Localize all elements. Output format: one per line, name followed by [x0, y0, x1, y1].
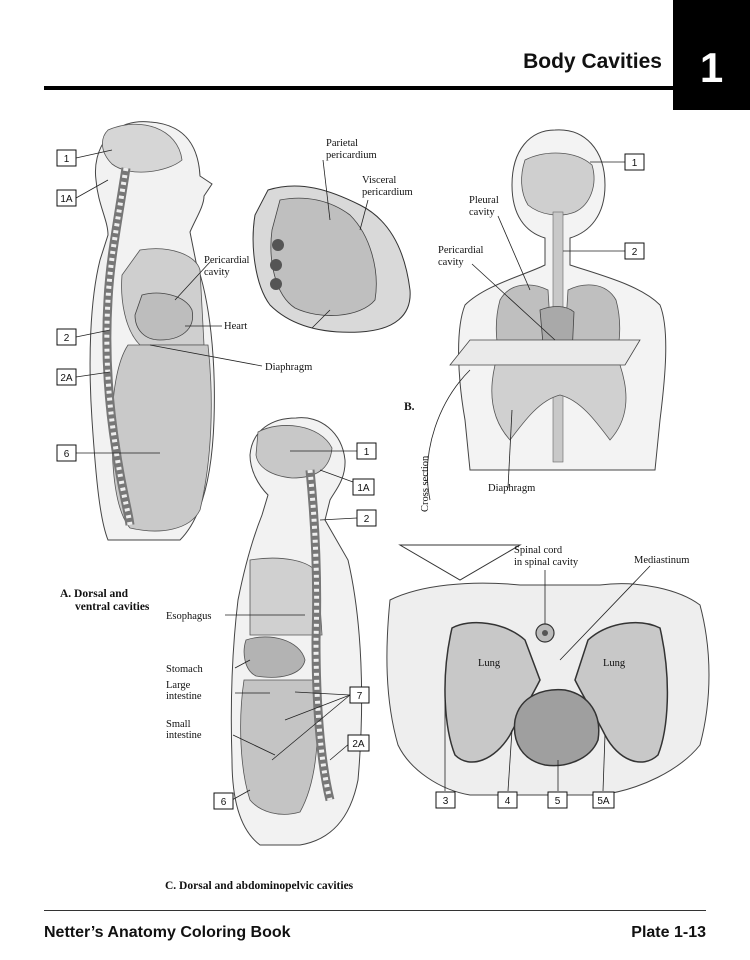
- caption-a-1: A. Dorsal and: [60, 588, 129, 600]
- box-b-3: 3: [435, 791, 456, 809]
- svg-text:5: 5: [555, 796, 561, 807]
- svg-text:2A: 2A: [60, 373, 73, 384]
- figure-c-body: [230, 417, 363, 846]
- svg-text:7: 7: [357, 691, 363, 702]
- box-b-2: 2: [624, 242, 645, 260]
- label-visceral-1: Visceral: [362, 175, 396, 186]
- svg-text:2: 2: [632, 247, 638, 258]
- label-large-1: Large: [166, 680, 191, 691]
- label-lung-right: Lung: [603, 658, 626, 669]
- box-a-2: 2: [56, 328, 77, 346]
- svg-text:2: 2: [64, 333, 70, 344]
- svg-text:2A: 2A: [352, 739, 365, 750]
- label-visceral-2: pericardium: [362, 187, 413, 198]
- figure-b-body: [449, 129, 667, 471]
- label-b-pleural-2: cavity: [469, 207, 495, 218]
- box-c-1a: 1A: [352, 478, 375, 496]
- cross-section-arrow-stem: [427, 369, 471, 501]
- svg-text:1A: 1A: [357, 483, 370, 494]
- header-rule: [44, 86, 673, 90]
- box-a-2a: 2A: [56, 368, 77, 386]
- box-c-1: 1: [356, 442, 377, 460]
- svg-text:3: 3: [443, 796, 449, 807]
- label-lung-left: Lung: [478, 658, 501, 669]
- label-parietal-1: Parietal: [326, 138, 358, 149]
- footer-plate-number: Plate 1-13: [631, 924, 706, 941]
- chapter-tab: 1: [673, 0, 750, 110]
- label-small-1: Small: [166, 719, 191, 730]
- label-cross-section: Cross section: [420, 455, 431, 512]
- box-a-1: 1: [56, 149, 77, 167]
- box-b-5a: 5A: [592, 791, 615, 809]
- label-b-pericardial-1: Pericardial: [438, 245, 484, 256]
- figure-a-body: [89, 121, 215, 541]
- cross-section-diagram: [386, 582, 710, 796]
- label-mediastinum: Mediastinum: [634, 555, 689, 566]
- footer-rule: [44, 910, 706, 911]
- label-esophagus: Esophagus: [166, 611, 212, 622]
- label-b-pericardial-2: cavity: [438, 257, 464, 268]
- label-stomach: Stomach: [166, 664, 203, 675]
- caption-b: B.: [404, 401, 415, 413]
- leader-lines: [75, 149, 651, 801]
- label-small-2: intestine: [166, 730, 202, 741]
- box-b-1: 1: [624, 153, 645, 171]
- box-b-5: 5: [547, 791, 568, 809]
- svg-text:1: 1: [364, 447, 370, 458]
- label-a-diaphragm: Diaphragm: [265, 362, 312, 373]
- label-a-heart: Heart: [224, 321, 247, 332]
- box-c-6: 6: [213, 792, 234, 810]
- svg-text:6: 6: [64, 449, 70, 460]
- box-a-1a: 1A: [56, 189, 77, 207]
- page-title: Body Cavities: [523, 50, 662, 73]
- label-large-2: intestine: [166, 691, 202, 702]
- heart-detail: [252, 185, 411, 333]
- box-c-2: 2: [356, 509, 377, 527]
- label-a-pericardial-1: Pericardial: [204, 255, 250, 266]
- box-b-4: 4: [497, 791, 518, 809]
- box-c-2a: 2A: [347, 734, 370, 752]
- caption-a-2: ventral cavities: [75, 601, 150, 613]
- svg-text:1: 1: [632, 158, 638, 169]
- label-parietal-2: pericardium: [326, 150, 377, 161]
- label-b-pleural-1: Pleural: [469, 195, 499, 206]
- svg-text:5A: 5A: [597, 796, 610, 807]
- svg-text:4: 4: [505, 796, 511, 807]
- box-a-6: 6: [56, 444, 77, 462]
- box-c-7: 7: [349, 686, 370, 704]
- svg-text:6: 6: [221, 797, 227, 808]
- footer-book-title: Netter’s Anatomy Coloring Book: [44, 924, 291, 941]
- label-b-diaphragm: Diaphragm: [488, 483, 535, 494]
- label-a-pericardial-2: cavity: [204, 267, 230, 278]
- svg-text:1: 1: [64, 154, 70, 165]
- caption-c: C. Dorsal and abdominopelvic cavities: [165, 880, 354, 892]
- cross-section-arrowhead: [398, 544, 522, 581]
- svg-text:1A: 1A: [60, 194, 73, 205]
- label-spinal-1: Spinal cord: [514, 545, 563, 556]
- svg-text:2: 2: [364, 514, 370, 525]
- label-spinal-2: in spinal cavity: [514, 557, 579, 568]
